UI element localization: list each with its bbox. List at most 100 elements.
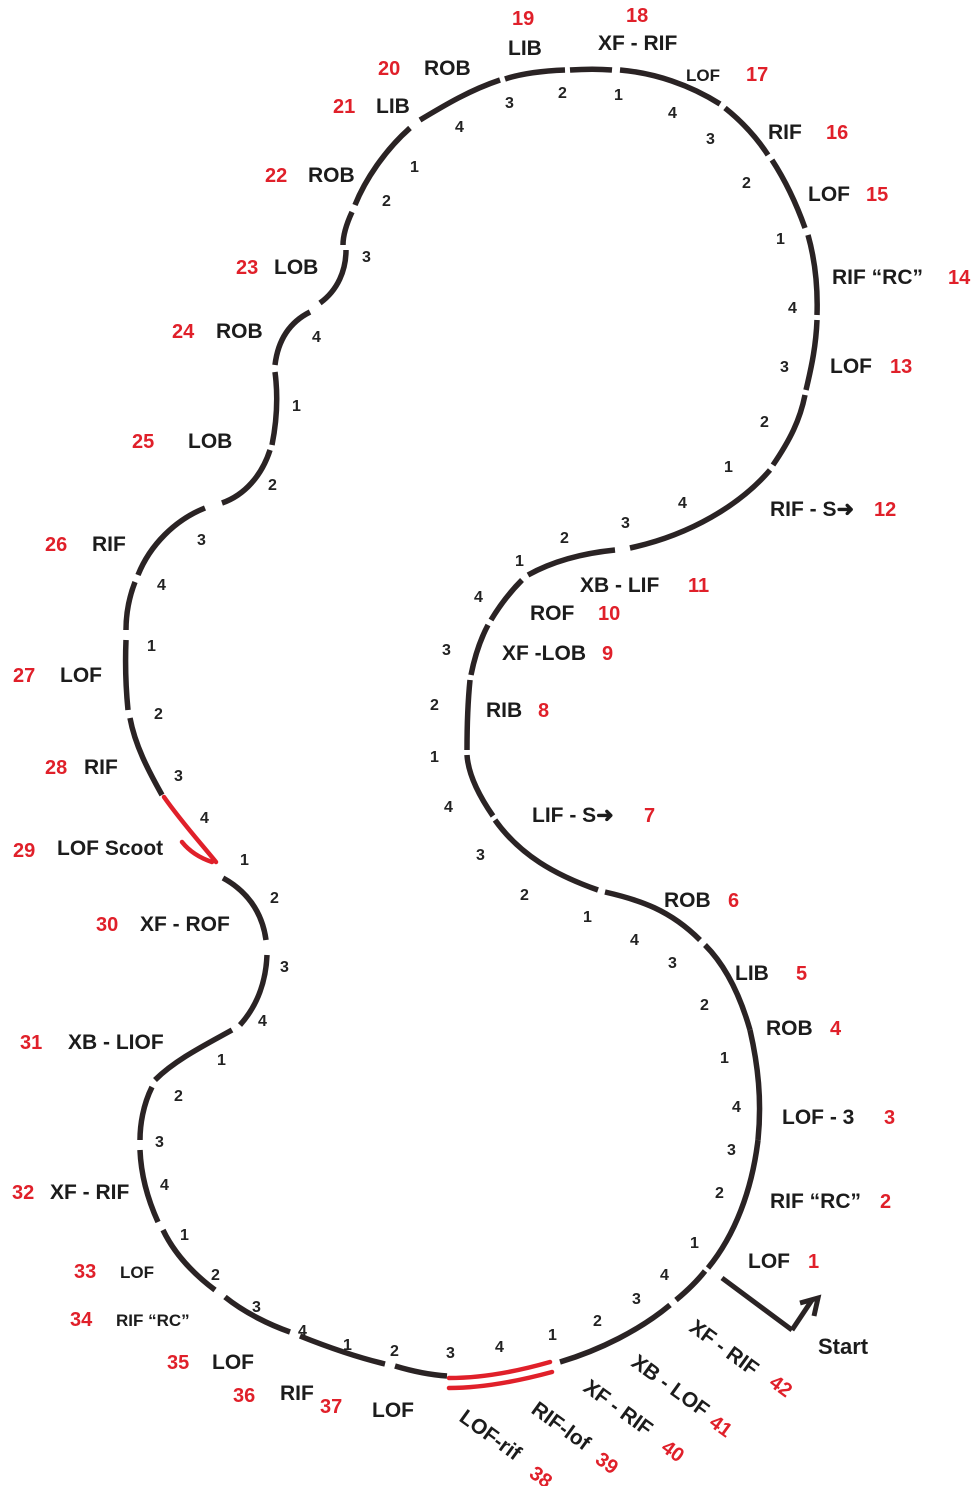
element-label: RIF-lof <box>527 1397 595 1455</box>
element-number: 13 <box>890 356 912 378</box>
element-number: 35 <box>167 1352 189 1374</box>
element-number: 10 <box>598 603 620 625</box>
element-3: LOF - 3 <box>782 1106 854 1129</box>
element-label: XF - RIF <box>50 1181 129 1204</box>
step-count: 4 <box>678 495 687 512</box>
step-count: 3 <box>442 642 451 659</box>
element-label: XF - ROF <box>140 913 230 936</box>
step-count: 1 <box>292 398 301 415</box>
element-number: 22 <box>265 165 287 187</box>
step-count: 2 <box>760 414 769 431</box>
step-count: 4 <box>668 105 677 122</box>
element-32: XF - RIF <box>50 1181 129 1204</box>
step-count: 4 <box>312 329 321 346</box>
step-count: 4 <box>788 300 797 317</box>
element-6: ROB <box>664 889 711 912</box>
step-count: 2 <box>742 175 751 192</box>
element-number: 11 <box>688 575 709 597</box>
element-5: LIB <box>735 962 769 985</box>
element-27: LOF <box>60 664 102 687</box>
element-number: 1 <box>808 1251 819 1273</box>
step-count: 1 <box>180 1227 189 1244</box>
element-label: ROB <box>664 889 711 912</box>
element-21: LIB <box>376 95 410 118</box>
step-count: 2 <box>715 1185 724 1202</box>
element-14: RIF “RC” <box>832 266 923 289</box>
step-count: 4 <box>630 932 639 949</box>
element-label: LOB <box>274 256 318 279</box>
element-18: XF - RIF <box>598 32 677 55</box>
element-19: LIB <box>508 37 542 60</box>
element-label: RIB <box>486 699 522 722</box>
step-count: 2 <box>593 1313 602 1330</box>
element-label: ROB <box>424 57 471 80</box>
element-label: ROB <box>216 320 263 343</box>
element-label: XF - RIF <box>685 1315 763 1380</box>
element-12: RIF - S➜ <box>770 498 854 521</box>
element-7: LIF - S➜ <box>532 804 614 827</box>
step-count: 3 <box>706 131 715 148</box>
element-38: LOF-rif <box>455 1405 526 1465</box>
element-number: 15 <box>866 184 888 206</box>
element-33: LOF <box>120 1263 154 1282</box>
element-15: LOF <box>808 183 850 206</box>
step-count: 4 <box>660 1267 669 1284</box>
element-35: LOF <box>212 1351 254 1374</box>
element-11: XB - LIF <box>580 574 659 597</box>
element-number: 40 <box>657 1436 688 1467</box>
pattern-track <box>122 66 820 1379</box>
element-number: 7 <box>644 805 655 827</box>
element-label: LIB <box>376 95 410 118</box>
step-count: 3 <box>621 515 630 532</box>
step-count: 3 <box>174 768 183 785</box>
element-label: RIF <box>92 533 126 556</box>
element-37: LOF <box>372 1399 414 1422</box>
element-number: 25 <box>132 431 154 453</box>
element-28: RIF <box>84 756 118 779</box>
element-number: 9 <box>602 643 613 665</box>
element-number: 41 <box>705 1411 736 1442</box>
element-4: ROB <box>766 1017 813 1040</box>
element-label: ROB <box>308 164 355 187</box>
element-label: RIF <box>84 756 118 779</box>
element-label: XF - RIF <box>579 1375 657 1440</box>
element-label: XB - LIOF <box>68 1031 164 1054</box>
element-number: 38 <box>525 1462 556 1486</box>
element-label: LIB <box>508 37 542 60</box>
element-10: ROF <box>530 602 575 625</box>
element-26: RIF <box>92 533 126 556</box>
element-22: ROB <box>308 164 355 187</box>
element-1: LOF <box>748 1250 790 1273</box>
step-count: 4 <box>157 577 166 594</box>
element-39: RIF-lof <box>527 1397 595 1455</box>
element-number: 21 <box>333 96 355 118</box>
element-label: XB - LIF <box>580 574 659 597</box>
element-label: ROB <box>766 1017 813 1040</box>
element-label: RIF “RC” <box>832 266 923 289</box>
element-label: LOF <box>808 183 850 206</box>
element-label: RIF - S➜ <box>770 498 854 521</box>
element-number: 33 <box>74 1261 96 1283</box>
step-count: 3 <box>727 1142 736 1159</box>
step-count: 3 <box>197 532 206 549</box>
element-number: 3 <box>884 1107 895 1129</box>
element-23: LOB <box>274 256 318 279</box>
element-8: RIB <box>486 699 522 722</box>
element-label: LOF <box>60 664 102 687</box>
element-number: 14 <box>948 267 971 289</box>
element-40: XF - RIF <box>579 1375 657 1440</box>
step-count: 3 <box>476 847 485 864</box>
element-number: 29 <box>13 840 35 862</box>
element-9: XF -LOB <box>502 642 586 665</box>
element-number: 16 <box>826 122 848 144</box>
element-number: 20 <box>378 58 400 80</box>
element-number: 30 <box>96 914 118 936</box>
start-label: Start <box>818 1334 869 1359</box>
step-count: 3 <box>446 1345 455 1362</box>
element-17: LOF <box>686 66 720 85</box>
step-count: 2 <box>270 890 279 907</box>
step-count: 1 <box>410 159 419 176</box>
red-accents <box>161 794 555 1391</box>
